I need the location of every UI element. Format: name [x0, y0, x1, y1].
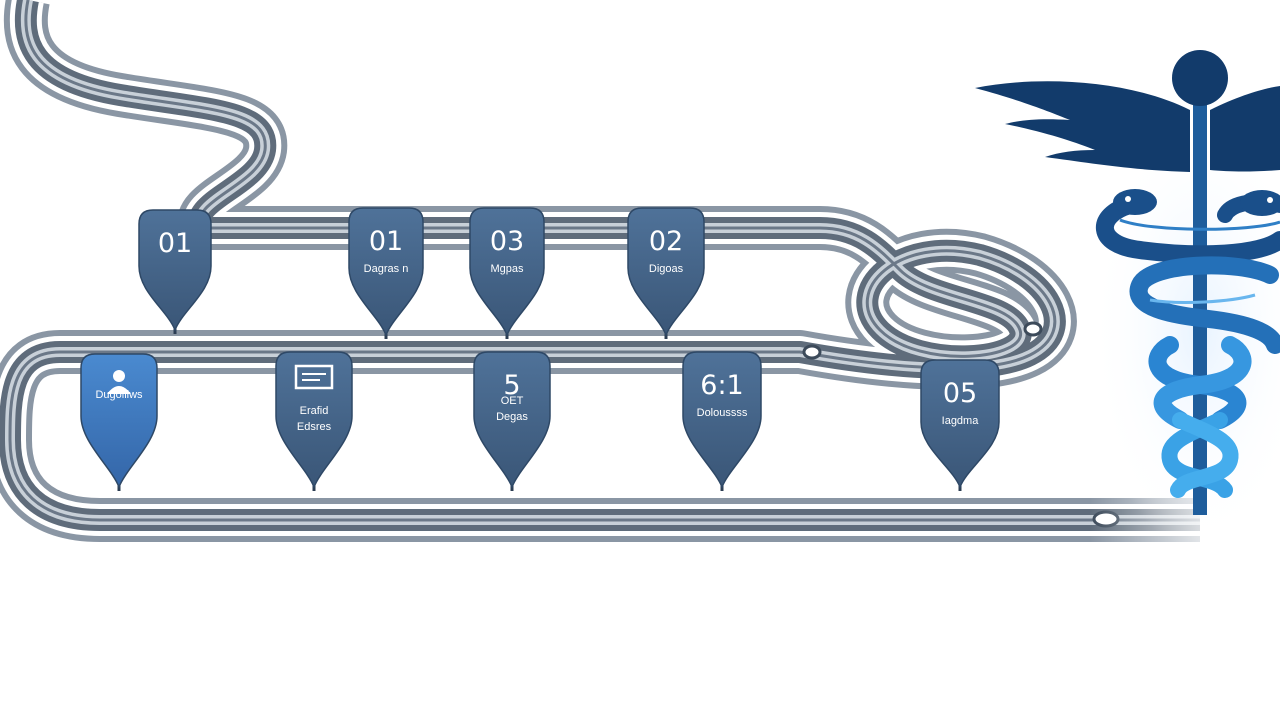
pin-label: Dagras n	[364, 263, 409, 275]
pin-label-secondary: Degas	[496, 411, 528, 423]
road-node	[1023, 321, 1043, 337]
pin-marker	[473, 351, 551, 490]
pin-number: 5	[503, 370, 520, 401]
pin-marker	[920, 359, 1000, 490]
card-icon	[294, 364, 334, 390]
pin-label: Erafid	[300, 405, 329, 417]
pin-label: Doloussss	[697, 407, 748, 419]
bottom-pin-1: Dugolliws	[80, 353, 158, 491]
pin-number: 05	[943, 378, 977, 409]
pin-marker	[138, 209, 212, 333]
pin-label: Iagdma	[942, 415, 980, 427]
pin-marker	[348, 207, 424, 338]
caduceus-icon	[975, 50, 1280, 550]
pin-marker	[469, 207, 545, 338]
person-icon	[107, 370, 131, 394]
pin-label: Digoas	[649, 263, 684, 275]
top-pin-1: 01	[138, 209, 212, 334]
pin-number: 6:1	[700, 370, 743, 401]
road-node	[802, 344, 822, 360]
pins-bottom-row: DugolliwsErafidEdsres5ОЕТDegas6:1Dolouss…	[80, 351, 1000, 491]
pin-number: 01	[369, 226, 403, 257]
pin-marker	[682, 351, 762, 490]
pin-number: 03	[490, 226, 524, 257]
pin-number: 02	[649, 226, 683, 257]
pin-marker	[80, 353, 158, 490]
pin-label: ОЕТ	[501, 395, 524, 407]
pin-marker	[627, 207, 705, 338]
pin-label: Dugolliws	[95, 389, 143, 401]
pin-marker	[275, 351, 353, 490]
pin-label-secondary: Edsres	[297, 421, 332, 433]
pin-number: 01	[158, 228, 192, 259]
pin-label: Mgpas	[490, 263, 524, 275]
